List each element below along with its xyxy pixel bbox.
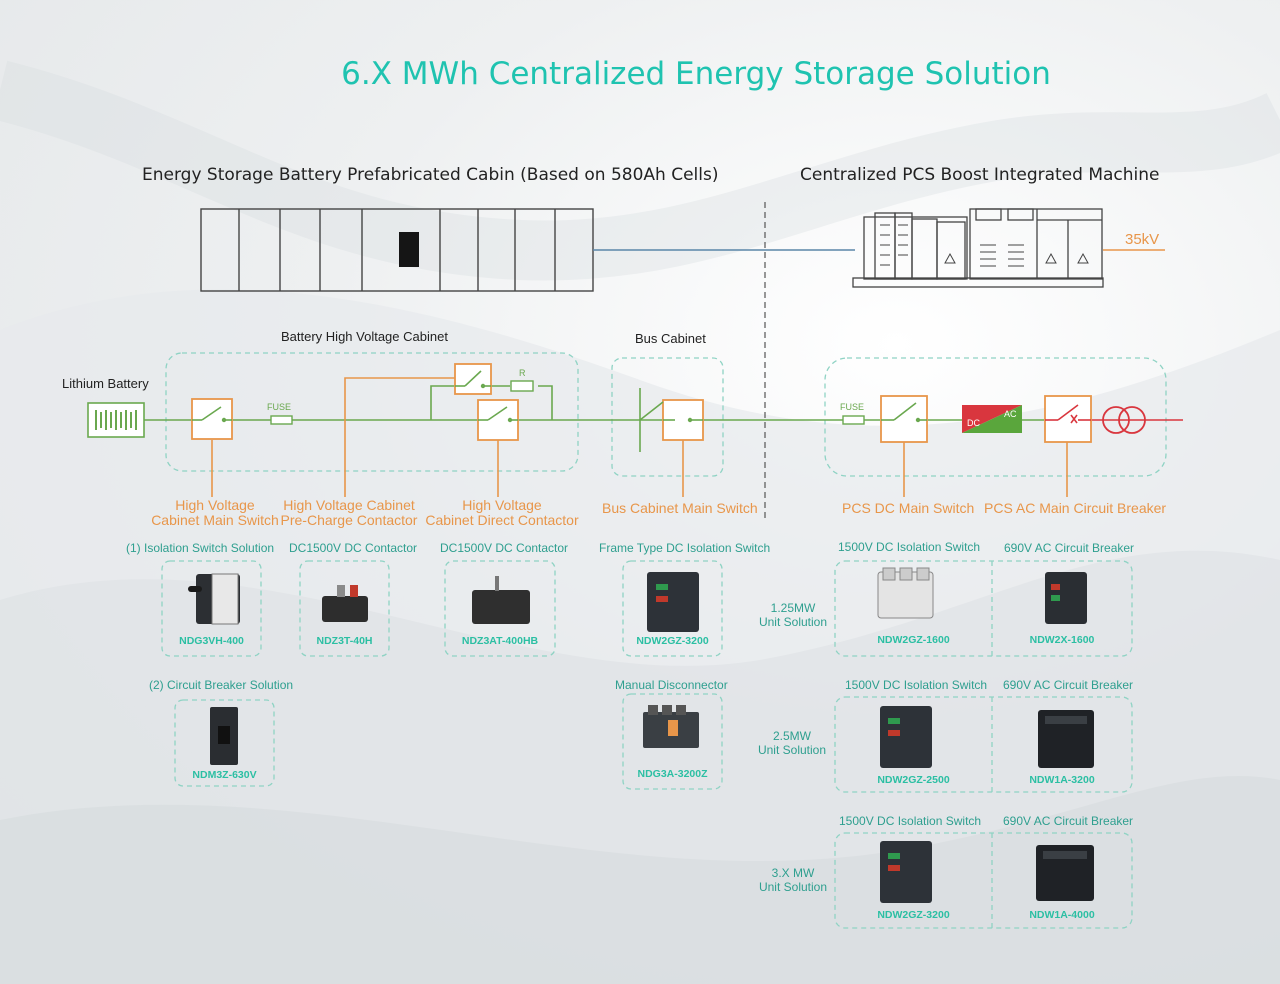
unit-dc-label-2: 1500V DC Isolation Switch bbox=[845, 678, 988, 692]
dc-label: DC bbox=[967, 418, 980, 428]
callout-bus-main-switch: Bus Cabinet Main Switch bbox=[602, 500, 758, 516]
model-label: NDG3A-3200Z bbox=[637, 768, 708, 780]
unit-dc-label-3: 1500V DC Isolation Switch bbox=[839, 814, 982, 828]
unit-ac-label-1: 690V AC Circuit Breaker bbox=[1004, 541, 1135, 555]
callout-leaders bbox=[211, 377, 1068, 497]
product-ndz3t-icon bbox=[322, 585, 368, 622]
voltage-label: 35kV bbox=[1125, 231, 1160, 248]
product-ndz3at-icon bbox=[472, 576, 530, 624]
bus-cabinet-label: Bus Cabinet bbox=[635, 331, 706, 346]
pcs-vents bbox=[880, 224, 1024, 267]
section-title-pcs: Centralized PCS Boost Integrated Machine bbox=[800, 165, 1160, 185]
model-label: NDW2GZ-1600 bbox=[877, 634, 950, 646]
lithium-battery-label: Lithium Battery bbox=[62, 376, 149, 391]
page-title: 6.X MWh Centralized Energy Storage Solut… bbox=[341, 56, 1051, 92]
pcs-frame bbox=[824, 357, 1167, 477]
ac-breaker-symbol bbox=[1045, 404, 1091, 424]
hv-cabinet-frame bbox=[165, 352, 579, 472]
model-label: NDW2GZ-3200 bbox=[636, 635, 709, 647]
unit-ac-label-3: 690V AC Circuit Breaker bbox=[1003, 814, 1134, 828]
fuse-left bbox=[270, 415, 293, 425]
product-frames bbox=[161, 560, 1133, 929]
product-ndw2gz-3200-icon bbox=[647, 572, 699, 632]
model-label: NDM3Z-630V bbox=[192, 769, 257, 781]
fuse-right-label: FUSE bbox=[840, 402, 865, 412]
dc-contactor-label-1: DC1500V DC Contactor bbox=[289, 541, 418, 555]
model-label: NDW2GZ-2500 bbox=[877, 774, 950, 786]
product-ndw2x-1600-icon bbox=[1045, 572, 1087, 624]
callout-pcs-ac-breaker: PCS AC Main Circuit Breaker bbox=[984, 500, 1167, 516]
model-label: NDW1A-3200 bbox=[1029, 774, 1095, 786]
hv-cabinet-label: Battery High Voltage Cabinet bbox=[281, 329, 448, 344]
model-label: NDW2GZ-3200 bbox=[877, 909, 950, 921]
product-ndg3a-icon bbox=[643, 705, 699, 748]
section-title-cabin: Energy Storage Battery Prefabricated Cab… bbox=[142, 165, 719, 185]
unit-ac-label-2: 690V AC Circuit Breaker bbox=[1003, 678, 1134, 692]
battery-cabin-drawing bbox=[200, 208, 594, 292]
product-ndw2gz-1600-icon bbox=[877, 567, 934, 619]
transformer-icon bbox=[1102, 406, 1146, 434]
frame-switch-label: Frame Type DC Isolation Switch bbox=[599, 541, 771, 555]
battery-icon bbox=[87, 402, 145, 438]
product-ndg3vh-icon bbox=[188, 573, 240, 625]
iso-solution-label: (1) Isolation Switch Solution bbox=[126, 541, 275, 555]
model-label: NDW1A-4000 bbox=[1029, 909, 1095, 921]
model-label: NDZ3AT-400HB bbox=[461, 635, 539, 647]
product-ndw2gz-3200-unit-icon bbox=[880, 841, 932, 903]
switch-symbols bbox=[192, 370, 927, 421]
manual-disconnector-label: Manual Disconnector bbox=[615, 678, 728, 692]
pcs-machine-drawing bbox=[852, 208, 1104, 288]
switch-boxes bbox=[191, 363, 1092, 443]
resistor bbox=[510, 380, 534, 392]
cb-solution-label: (2) Circuit Breaker Solution bbox=[149, 678, 294, 692]
resistor-label: R bbox=[519, 368, 526, 378]
fuse-left-label: FUSE bbox=[267, 402, 292, 412]
model-label: NDG3VH-400 bbox=[179, 635, 244, 647]
warning-icon bbox=[944, 252, 1089, 264]
dc-ac-converter-icon bbox=[962, 405, 1022, 433]
product-ndw2gz-2500-icon bbox=[880, 706, 932, 768]
ac-label: AC bbox=[1004, 409, 1017, 419]
product-ndw1a-3200-icon bbox=[1038, 710, 1094, 768]
product-ndw1a-4000-icon bbox=[1036, 845, 1094, 901]
bus-cabinet-frame bbox=[611, 357, 724, 477]
dc-contactor-label-2: DC1500V DC Contactor bbox=[440, 541, 569, 555]
model-label: NDZ3T-40H bbox=[316, 635, 373, 647]
callout-pcs-dc-switch: PCS DC Main Switch bbox=[842, 500, 975, 516]
switch-contacts bbox=[221, 383, 921, 423]
unit-dc-label-1: 1500V DC Isolation Switch bbox=[838, 540, 981, 554]
cabin-display bbox=[399, 232, 419, 267]
model-label: NDW2X-1600 bbox=[1029, 634, 1095, 646]
product-ndm3z-icon bbox=[210, 707, 238, 765]
fuse-right bbox=[842, 415, 865, 425]
